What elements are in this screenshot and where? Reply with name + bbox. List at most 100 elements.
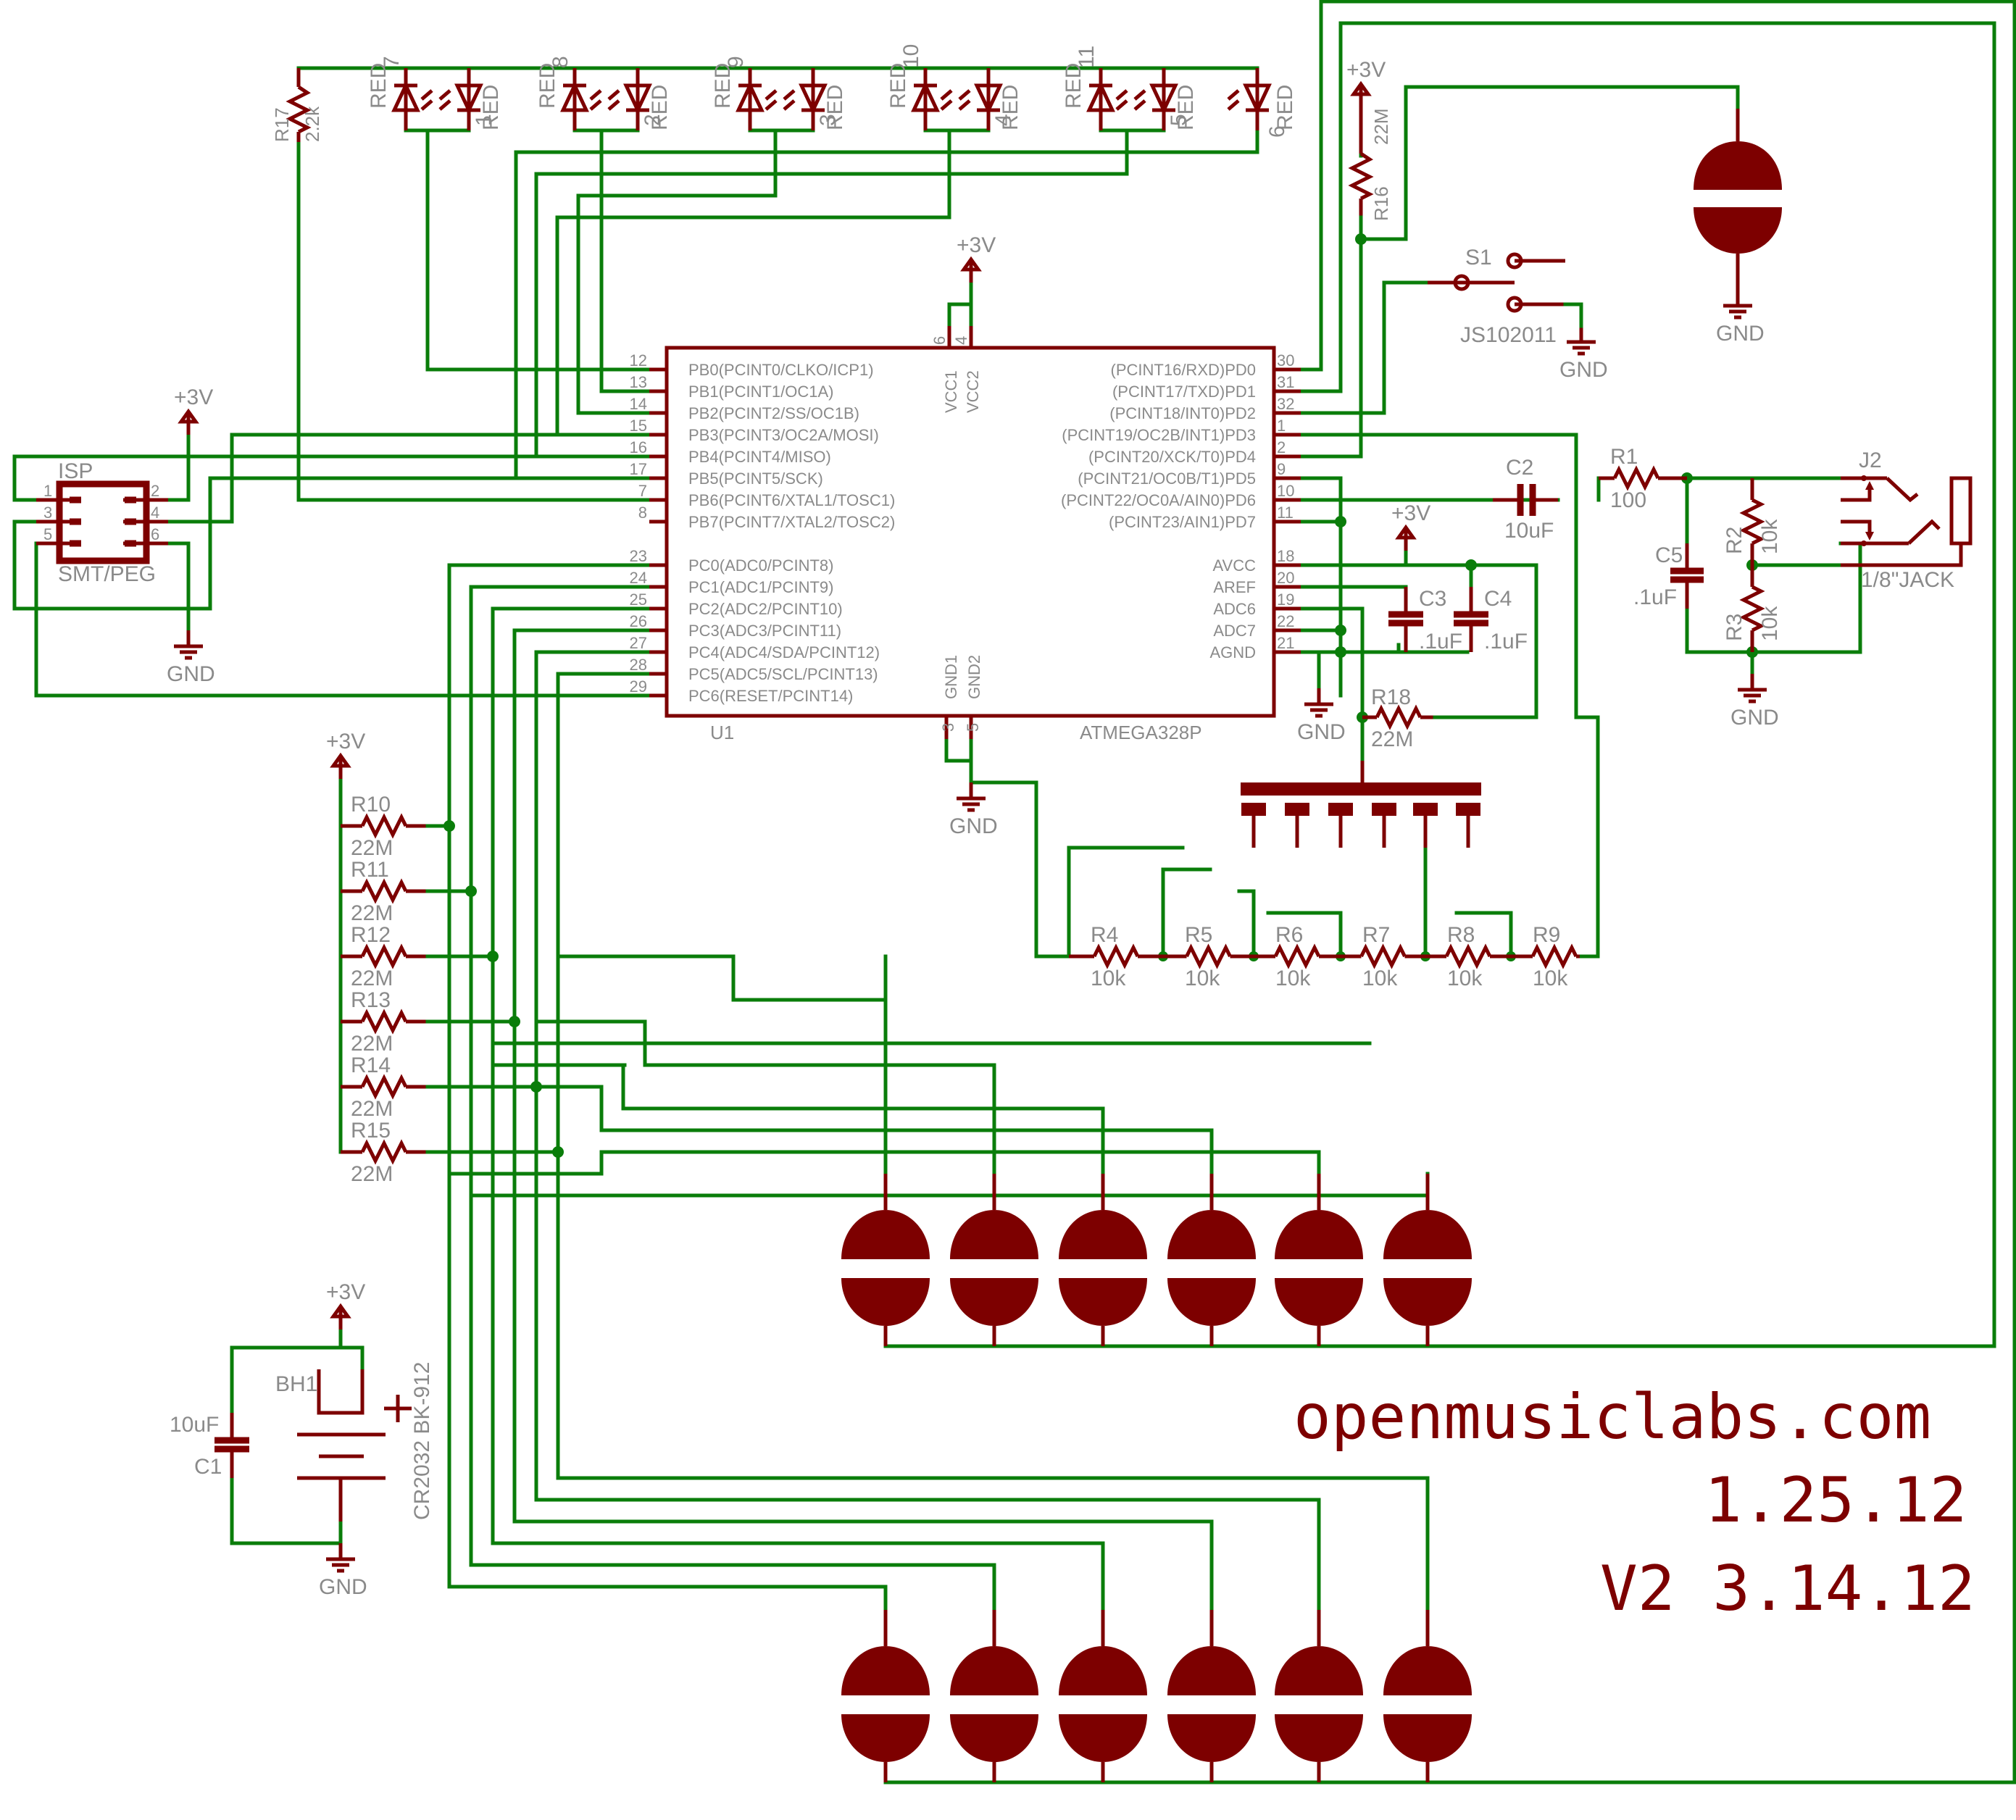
ladder-ref: R6 — [1275, 923, 1303, 947]
led-body — [911, 81, 940, 112]
ladder-value: 10k — [1091, 967, 1126, 990]
r17-ref: R17 — [271, 107, 293, 142]
pad-top-half — [1275, 1210, 1363, 1259]
u1-pin-name: PB6(PCINT6/XTAL1/TOSC1) — [688, 491, 895, 509]
pad-top-half — [841, 1210, 930, 1259]
r16-ref: R16 — [1370, 186, 1392, 221]
gnd-label: GND — [1730, 706, 1779, 730]
led-emit-arrow — [420, 89, 433, 101]
led-label: RED — [711, 63, 735, 109]
led-number: 6 — [1265, 125, 1289, 138]
pullup-value: 22M — [351, 1032, 393, 1056]
u1-pin-number: 22 — [1277, 612, 1294, 630]
slider-segment — [1413, 803, 1438, 816]
u1-pin-number: 17 — [630, 460, 647, 478]
version-label: V2 3.14.12 — [1600, 1553, 1975, 1625]
led-body — [974, 83, 1003, 114]
gnd-label: GND — [1559, 358, 1608, 382]
led-number: 10 — [899, 44, 923, 68]
led-number: 5 — [1167, 114, 1191, 126]
u1-pin-name: AVCC — [1213, 556, 1257, 575]
resistor-r16: 22M R16 — [1348, 107, 1392, 241]
pullup-value: 22M — [351, 836, 393, 860]
wires — [12, 0, 2016, 1784]
pad-top-half — [1275, 1646, 1363, 1695]
pullup-value: 22M — [351, 1097, 393, 1121]
ladder-ref: R4 — [1091, 923, 1118, 947]
led-body — [1086, 81, 1115, 112]
pad-top-half — [1383, 1210, 1472, 1259]
c3-value: .1uF — [1419, 630, 1462, 654]
pullup-resistor — [360, 1074, 408, 1100]
c3-ref: C3 — [1419, 587, 1446, 611]
u1-pin-number: 30 — [1277, 351, 1294, 370]
r18-ref: R18 — [1371, 685, 1411, 709]
led-number: 9 — [724, 56, 748, 68]
u1-pin-number: 21 — [1277, 634, 1294, 652]
ladder-value: 10k — [1362, 967, 1398, 990]
pad-bottom-half — [950, 1714, 1038, 1762]
u1-pin-name: PB3(PCINT3/OC2A/MOSI) — [688, 426, 879, 444]
capacitor-c1: 10uF C1 — [170, 1413, 249, 1479]
pin-num-6: 6 — [930, 336, 949, 345]
touch-pad-large — [1694, 109, 1782, 290]
gnd-label: GND — [319, 1575, 367, 1599]
ladder-resistor — [1359, 943, 1407, 969]
led-emit-arrow — [438, 99, 451, 111]
j2-ref: J2 — [1859, 448, 1882, 472]
u1-pin-name: PC4(ADC4/SDA/PCINT12) — [688, 643, 880, 661]
gnd-label: GND — [949, 814, 998, 838]
led-label: RED — [648, 85, 672, 130]
ladder-resistor — [1273, 943, 1321, 969]
u1-pin-number: 28 — [630, 656, 647, 674]
u1-pin-name: (PCINT21/OC0B/T1)PD5 — [1078, 469, 1256, 488]
capacitor-c2: C2 10uF — [1493, 456, 1558, 543]
pullup-value: 22M — [351, 901, 393, 925]
u1-ref: U1 — [710, 722, 734, 743]
pin-vcc2: VCC2 — [964, 370, 982, 413]
r1-ref: R1 — [1610, 445, 1638, 469]
pad-bottom-half — [1167, 1278, 1256, 1326]
led-emit-arrow — [1227, 99, 1240, 111]
date-label: 1.25.12 — [1704, 1464, 1967, 1537]
slider-segment — [1285, 803, 1309, 816]
ladder-ref: R7 — [1362, 923, 1390, 947]
u1-pin-name: PB7(PCINT7/XTAL2/TOSC2) — [688, 513, 895, 531]
u1-pin-name: PB4(PCINT4/MISO) — [688, 448, 831, 466]
u1-pin-number: 8 — [638, 504, 647, 522]
c2-value: 10uF — [1504, 519, 1554, 543]
c5-ref: C5 — [1655, 543, 1683, 567]
led-emit-arrow — [783, 89, 796, 101]
resistor-r17: R17 2.2k — [271, 68, 323, 142]
resistor-r3: R3 10k — [1723, 565, 1782, 652]
vcc-label: +3V — [1391, 501, 1430, 525]
led-emit-arrow — [1115, 89, 1128, 101]
u1-pin-name: PC2(ADC2/PCINT10) — [688, 600, 843, 618]
led-label: RED — [479, 85, 503, 130]
pad-top-half — [950, 1646, 1038, 1695]
touch-pad-rows — [841, 1174, 1472, 1782]
led-label: RED — [886, 63, 910, 109]
isp-pin-4: 4 — [151, 504, 159, 522]
u1-pin-number: 11 — [1277, 504, 1294, 522]
led-emit-arrow — [1227, 89, 1240, 101]
led-body — [454, 83, 483, 114]
pin-num-5: 5 — [964, 723, 982, 732]
u1-pin-name: (PCINT23/AIN1)PD7 — [1109, 513, 1256, 531]
ladder-value: 10k — [1533, 967, 1568, 990]
led-label: RED — [823, 85, 847, 130]
resistor-r2: R2 10k — [1723, 478, 1782, 565]
u1-pin-number: 2 — [1277, 438, 1286, 456]
u1-pin-name: AGND — [1209, 643, 1256, 661]
u1-pin-number: 7 — [638, 482, 647, 500]
led-label: RED — [1273, 85, 1297, 130]
pin-gnd2: GND2 — [965, 655, 983, 699]
led-number: 7 — [380, 56, 404, 68]
led-label: RED — [367, 63, 391, 109]
u1-pin-number: 29 — [630, 677, 647, 696]
u1-pin-name: (PCINT17/TXD)PD1 — [1112, 383, 1256, 401]
led-emit-arrow — [1133, 99, 1146, 111]
isp-pin-1: 1 — [43, 482, 52, 500]
